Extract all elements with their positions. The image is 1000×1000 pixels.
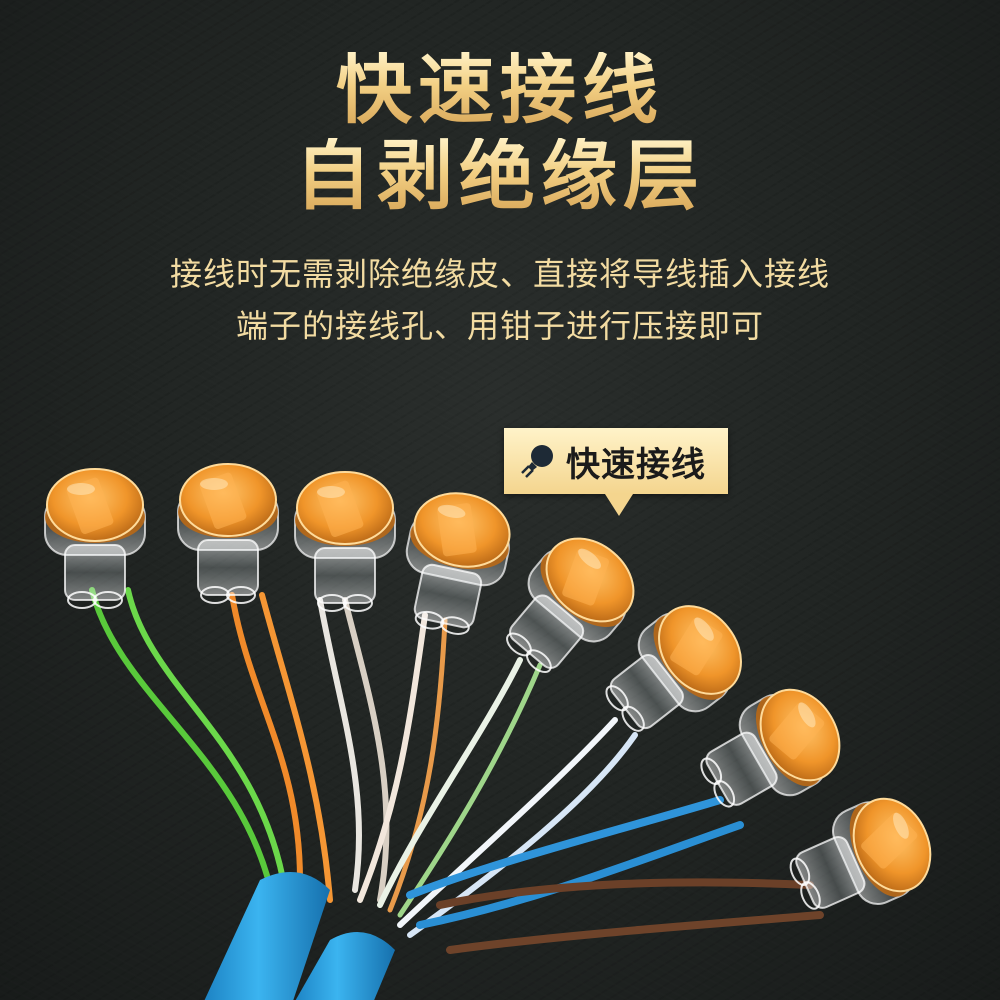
connector-5: [484, 519, 653, 693]
connector-plug-icon: [521, 445, 553, 478]
connector-1: [44, 468, 146, 609]
connector-4: [390, 483, 520, 643]
badge-label: 快速接线: [566, 444, 706, 485]
connector-2: [177, 463, 279, 604]
quick-wiring-badge: 快速接线: [504, 428, 728, 516]
title-line-2: 自剥绝缘层: [0, 138, 1000, 214]
wire-bundle: [89, 587, 824, 954]
title-line-1: 快速接线: [0, 52, 1000, 128]
cable-sheath: [204, 871, 395, 1000]
connector-8: [776, 783, 947, 934]
description-line-2: 端子的接线孔、用钳子进行压接即可: [235, 307, 764, 345]
description-line-1: 接线时无需剥除绝缘皮、直接将导线插入接线: [169, 255, 830, 293]
connector-3: [294, 471, 396, 612]
